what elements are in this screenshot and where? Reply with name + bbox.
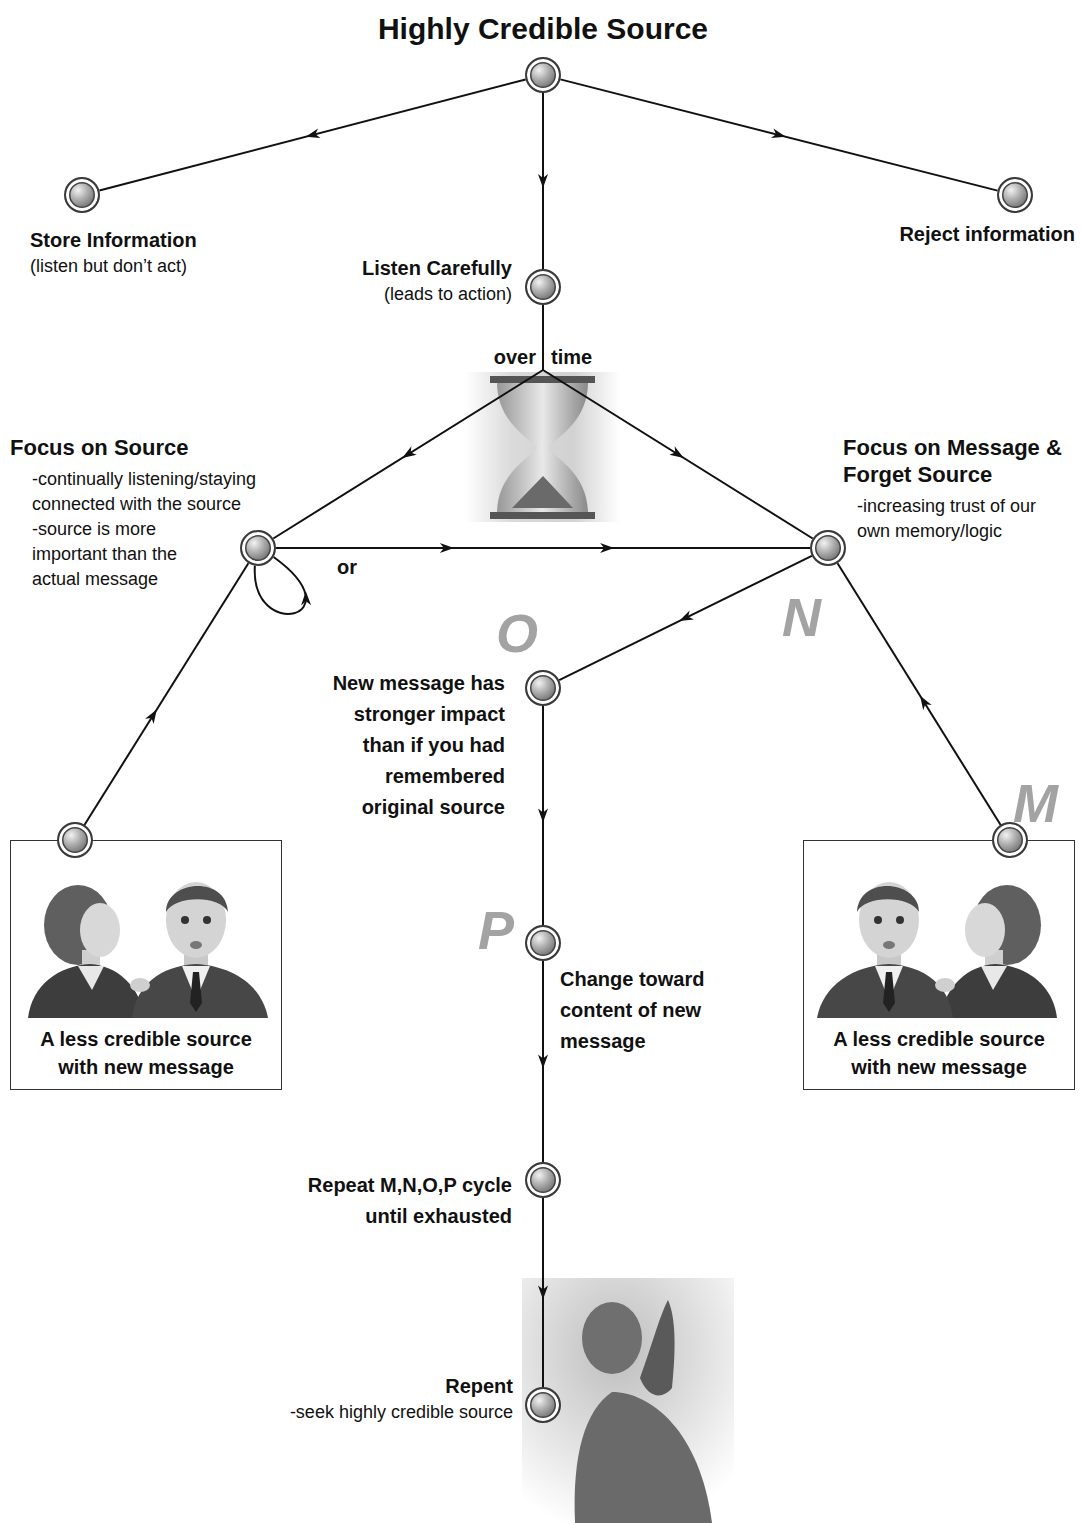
praying-figure <box>522 1278 734 1523</box>
connector-line <box>559 556 812 680</box>
label-group: Highly Credible Source <box>293 10 793 48</box>
label-group: Focus on Message & Forget Source -increas… <box>843 434 1079 544</box>
connector <box>255 557 311 614</box>
node-dot: Store Information(listen but don’t act) <box>64 177 100 213</box>
arrowhead <box>538 1055 548 1069</box>
connector <box>538 1198 548 1387</box>
node-heading: Change toward content of new message <box>560 964 735 1057</box>
connector <box>99 80 525 191</box>
label-group: Change toward content of new message <box>560 964 735 1057</box>
node-dot: Repeat M,N,O,P cycle until exhausted <box>525 1162 561 1198</box>
label-holder: N <box>782 590 842 644</box>
label-holder: or <box>334 553 360 581</box>
node-dot: Change toward content of new message <box>525 925 561 961</box>
arrowhead <box>538 809 548 823</box>
node-heading: Repeat M,N,O,P cycle until exhausted <box>300 1170 512 1232</box>
connector-line <box>276 547 810 549</box>
label-group: A less credible source with new message <box>11 1025 281 1081</box>
connector-line <box>838 563 1011 840</box>
node-heading: Reject information <box>855 220 1075 248</box>
people-photo <box>28 882 268 1018</box>
label-holder: O <box>496 606 556 660</box>
node-heading: Highly Credible Source <box>293 10 793 48</box>
connector <box>273 305 543 539</box>
arrowhead <box>600 543 614 553</box>
node-note: (listen but don’t act) <box>30 254 290 279</box>
arrowhead <box>301 591 311 605</box>
node-heading: New message has stronger impact than if … <box>318 668 505 823</box>
arrowhead <box>679 610 694 621</box>
arrowhead <box>538 174 548 188</box>
label-holder: time <box>551 343 651 371</box>
time-label: time <box>551 343 651 371</box>
connector-line <box>273 305 543 539</box>
node-note: -source is more important than the actua… <box>32 517 202 592</box>
arrowhead <box>440 543 454 553</box>
arrowhead <box>306 128 321 138</box>
cycle-letter: O <box>496 606 556 660</box>
node-note: -seek highly credible source <box>278 1400 513 1425</box>
node-heading: A less credible source with new message <box>26 1025 266 1081</box>
connector <box>538 706 548 925</box>
label-group: New message has stronger impact than if … <box>318 668 505 823</box>
cycle-letter: P <box>478 903 528 957</box>
connector <box>276 543 810 553</box>
arrowhead <box>402 446 417 458</box>
connector-line <box>255 557 306 614</box>
label-group: Store Information(listen but don’t act) <box>30 226 290 279</box>
label-group: Repent-seek highly credible source <box>278 1372 513 1425</box>
node-note: (leads to action) <box>272 282 512 307</box>
time-label: over <box>436 343 536 371</box>
people-photo <box>817 882 1057 1018</box>
source-box: A less credible source with new message <box>803 840 1075 1090</box>
arrowhead <box>920 696 932 711</box>
node-heading: Focus on Message & Forget Source <box>843 434 1079 488</box>
connector <box>559 556 812 680</box>
label-holder: M <box>1013 776 1075 830</box>
edge-label: or <box>334 553 360 581</box>
node-dot: Focus on Message & Forget Source-increas… <box>810 530 846 566</box>
arrowhead <box>669 446 684 458</box>
node-heading: Listen Carefully <box>272 254 512 282</box>
source-box: A less credible source with new message <box>10 840 282 1090</box>
node-note: -increasing trust of our own memory/logi… <box>857 494 1062 544</box>
node-heading: Store Information <box>30 226 290 254</box>
connector-line <box>99 80 525 191</box>
cycle-letter: M <box>1013 776 1075 830</box>
connector <box>838 563 1011 840</box>
cycle-letter: N <box>782 590 842 644</box>
connector <box>75 563 248 840</box>
connector-dot <box>57 822 93 858</box>
node-dot: Listen Carefully(leads to action) <box>525 269 561 305</box>
connector-line <box>560 79 997 190</box>
connector <box>538 961 548 1162</box>
node-heading: Focus on Source <box>10 434 295 461</box>
node-dot: Focus on Source-continually listening/st… <box>240 530 276 566</box>
connector <box>560 79 997 190</box>
node-note: -continually listening/staying connected… <box>32 467 294 517</box>
label-holder: P <box>478 903 528 957</box>
node-heading: A less credible source with new message <box>819 1025 1059 1081</box>
arrowhead <box>538 1286 548 1300</box>
label-group: Listen Carefully(leads to action) <box>272 254 512 307</box>
connector-line <box>75 563 248 840</box>
connector <box>543 305 813 539</box>
node-heading: Repent <box>278 1372 513 1400</box>
node-dot: Highly Credible Source <box>525 57 561 93</box>
arrowhead <box>771 128 786 138</box>
connector <box>538 93 548 269</box>
label-group: A less credible source with new message <box>804 1025 1074 1081</box>
arrowhead <box>145 710 157 725</box>
node-dot: Reject information <box>997 177 1033 213</box>
label-group: Focus on Source -continually listening/st… <box>10 434 295 592</box>
connector-line <box>543 305 813 539</box>
node-dot: Repent-seek highly credible source <box>525 1387 561 1423</box>
label-group: Repeat M,N,O,P cycle until exhausted <box>300 1170 512 1232</box>
node-dot: New message has stronger impact than if … <box>525 670 561 706</box>
label-holder: over <box>436 343 536 371</box>
hourglass-image <box>465 372 620 522</box>
label-group: Reject information <box>855 220 1075 248</box>
